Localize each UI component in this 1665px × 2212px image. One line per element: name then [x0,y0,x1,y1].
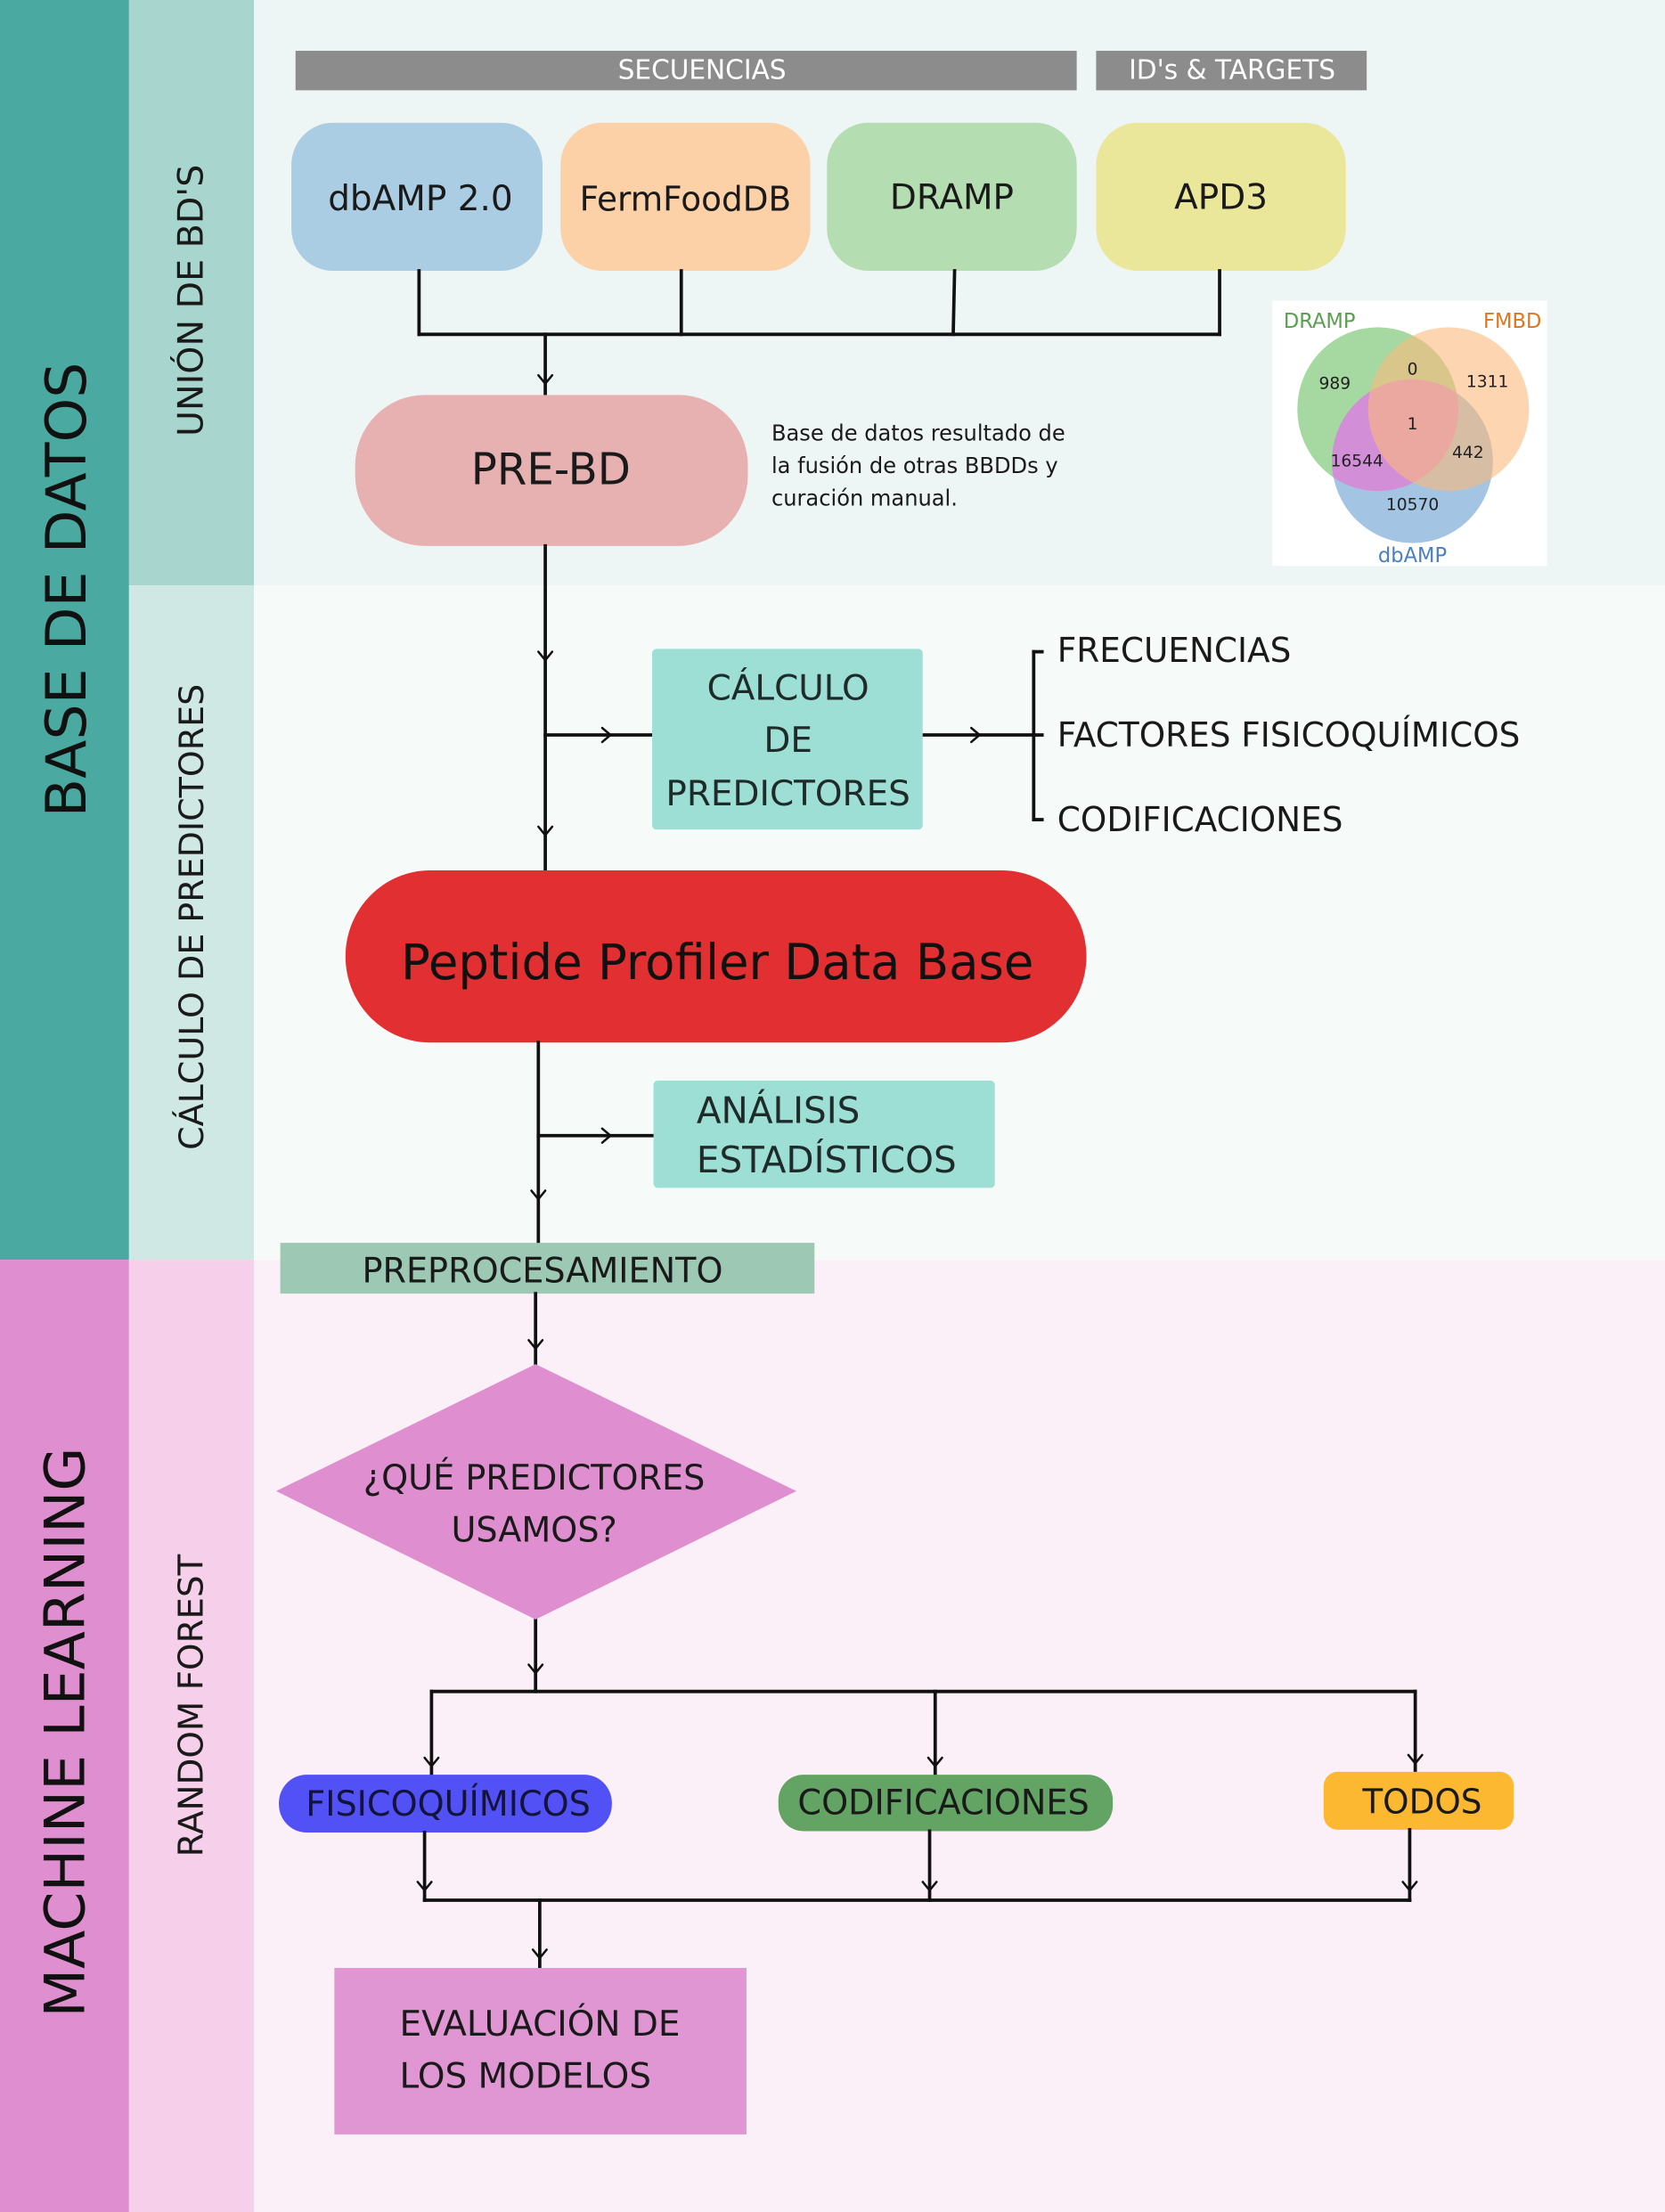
db-label-dramp: DRAMP [890,177,1014,217]
section-label-machine-learning: MACHINE LEARNING [33,1448,97,2018]
calculo-line-1: CÁLCULO [707,666,869,708]
pre-bd-box [355,395,748,546]
arrow-right-icon [970,726,981,744]
arrow-down-icon [527,1663,544,1675]
venn-value-dramp-fmbd: 0 [1408,360,1418,379]
option-todos-label: TODOS [1361,1782,1481,1821]
venn-value-fmbd-dbamp: 442 [1452,444,1484,462]
venn-value-fmbd-only: 1311 [1466,373,1509,392]
arrow-down-icon [416,1881,433,1892]
arrow-down-icon [1401,1881,1418,1892]
arrow-down-icon [530,1189,547,1201]
calculo-predictores-box [652,649,923,830]
header-ids-targets: ID's & TARGETS [1129,55,1335,86]
db-box-apd3 [1096,122,1346,272]
header-bar-ids-targets [1096,51,1367,91]
pre-bd-description-line-2: la fusión de otras BBDDs y [771,453,1058,478]
decision-line-1: ¿QUÉ PREDICTORES [363,1457,705,1498]
band-random-forest [128,1260,255,2212]
evaluation-line-2: LOS MODELOS [400,2056,651,2096]
evaluation-box [334,1968,747,2134]
analisis-line-1: ANÁLISIS [697,1089,861,1131]
venn-label-dramp: DRAMP [1284,310,1356,333]
arrow-down-icon [423,1756,440,1767]
arrow-right-icon [600,726,612,744]
option-fisicoquimicos-label: FISICOQUÍMICOS [306,1783,591,1824]
calculo-line-3: PREDICTORES [665,774,910,814]
decision-diamond [275,1364,797,1620]
pre-bd-description-line-3: curación manual. [771,485,958,510]
band-machine-learning [0,1260,129,2212]
section-label-base-de-datos: BASE DE DATOS [35,363,99,818]
option-codificaciones-pill [778,1775,1114,1832]
preprocesamiento-label: PREPROCESAMIENTO [362,1251,722,1291]
db-label-dbamp: dbAMP 2.0 [328,179,512,219]
venn-diagram: DRAMP FMBD dbAMP 989 0 1311 1 16544 442 … [1272,300,1547,567]
calculo-connector [543,543,1044,872]
analisis-box [653,1080,995,1188]
analisis-connector [536,1041,656,1245]
arrow-down-icon [926,1756,943,1767]
section-label-calculo-predictores: CÁLCULO DE PREDICTORES [172,684,211,1150]
arrow-down-icon [537,825,554,837]
venn-value-all-three: 1 [1408,415,1418,434]
band-union-bds [128,0,255,586]
option-fisicoquimicos-pill [279,1775,612,1833]
section-label-union-bds: UNIÓN DE BD'S [170,165,212,437]
calculo-line-2: DE [763,721,812,761]
ppdb-box [345,870,1087,1043]
evaluation-line-1: EVALUACIÓN DE [400,2003,681,2045]
venn-circle-fmbd [1367,327,1530,492]
venn-value-dbamp-only: 10570 [1386,495,1439,514]
pre-bd-description-line-1: Base de datos resultado de [771,420,1065,446]
header-bar-secuencias [295,51,1077,91]
venn-value-dramp-only: 989 [1318,374,1351,393]
db-box-dramp [827,122,1077,272]
band-calculo-predictores [128,585,255,1261]
venn-label-dbamp: dbAMP [1378,544,1447,567]
arrow-down-icon [527,1339,544,1351]
arrow-down-icon [537,373,554,385]
db-box-fermfooddb [560,122,811,272]
output-frecuencias: FRECUENCIAS [1057,631,1292,670]
output-factores-fisicoquimicos: FACTORES FISICOQUÍMICOS [1057,715,1521,755]
arrow-down-icon [921,1881,938,1892]
analisis-line-2: ESTADÍSTICOS [697,1138,957,1180]
db-box-dbamp [291,122,543,272]
venn-value-dramp-dbamp: 16544 [1331,452,1383,470]
band-base-de-datos [0,0,129,1261]
db-label-apd3: APD3 [1174,177,1268,217]
venn-label-fmbd: FMBD [1483,310,1541,333]
arrow-down-icon [537,650,554,662]
section-label-random-forest: RANDOM FOREST [172,1554,212,1857]
arrow-right-icon [600,1127,612,1144]
preprocesamiento-box [280,1243,815,1294]
arrow-down-icon [531,1948,548,1960]
decision-connector [429,1292,1417,1777]
arrow-down-icon [1407,1753,1424,1765]
header-secuencias: SECUENCIAS [618,55,787,86]
pre-bd-label: PRE-BD [471,445,631,494]
decision-line-2: USAMOS? [451,1510,616,1550]
output-codificaciones: CODIFICACIONES [1057,800,1343,839]
db-label-fermfooddb: FermFoodDB [580,179,792,218]
merge-connector [417,269,1221,397]
option-codificaciones-label: CODIFICACIONES [797,1783,1089,1823]
option-todos-pill [1323,1771,1514,1830]
ppdb-label: Peptide Profiler Data Base [401,934,1034,992]
